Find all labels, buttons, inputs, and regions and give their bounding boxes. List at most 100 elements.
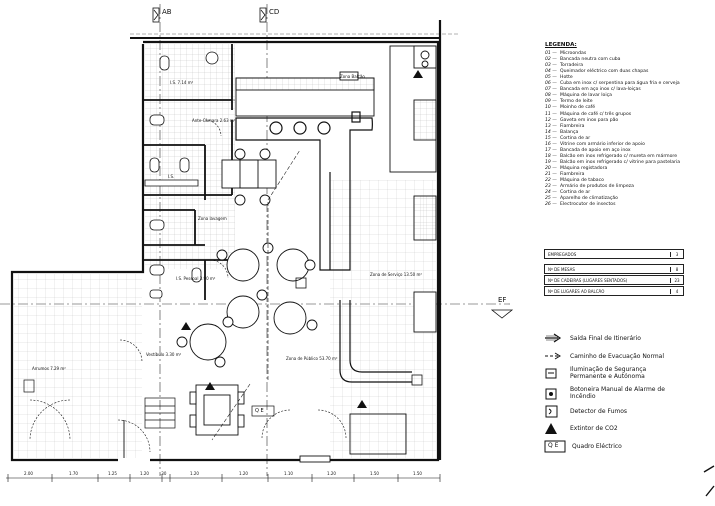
legend-item-text: Fiambreira [560, 123, 585, 129]
legend-item-number: 11 — [545, 111, 557, 117]
key-caminho: Caminho de Evacuação Normal [544, 350, 664, 362]
legend-item-number: 16 — [545, 141, 557, 147]
legend-item-number: 25 — [545, 196, 557, 202]
legend-item: 10 —Moinho de café [545, 105, 713, 111]
legend-item: 23 —Armário de produtos de limpeza [545, 184, 713, 190]
room-label-zona-publico: Zona de Público 53.70 m² [286, 356, 338, 361]
legend-item-number: 12 — [545, 117, 557, 123]
toilet-fixtures [144, 51, 219, 299]
legend-item: 14 —Balança [545, 130, 713, 136]
occupancy-title-value: 3 [670, 251, 683, 257]
occupancy-row: Nº DE CADEIRAS (LUGARES SENTADOS)23 [544, 275, 684, 285]
dimension-label: .30 [160, 471, 167, 476]
legend-item-number: 17 — [545, 147, 557, 153]
legend-item: 20 —Máquina registadora [545, 166, 713, 172]
legend-item: 21 —Fiambreira [545, 172, 713, 178]
dimension-label: 1.70 [69, 471, 78, 476]
occupancy-row-value: 8 [670, 266, 683, 272]
smoke-detector-symbols [295, 277, 423, 386]
key-quadro-code: Q E [548, 442, 559, 449]
legend-item: 05 —Hotte [545, 75, 713, 81]
legend-item: 02 —Bancada neutra com cuba [545, 57, 713, 63]
legend-item-number: 09 — [545, 99, 557, 105]
legend-item-number: 03 — [545, 63, 557, 69]
safety-light-icon [544, 367, 564, 379]
legend-item-number: 22 — [545, 178, 557, 184]
room-label-zona-servico: Zona de Serviço 13.50 m² [370, 272, 422, 277]
key-botoneira: Botoneira Manual de Alarme de Incêndio [544, 386, 670, 400]
legend-item-text: Bancada de apoio em aço inox [560, 147, 631, 153]
section-cd-label: CD [269, 8, 280, 16]
legend-item: 12 —Gaveta em inox para pão [545, 118, 713, 124]
evacuation-path-icon [544, 350, 564, 362]
legend-item-text: Máquina de café c/ três grupos [560, 111, 632, 117]
key-detector-label: Detector de Fumos [570, 407, 628, 415]
extinguisher-symbols [181, 70, 423, 408]
legend-item-number: 20 — [545, 165, 557, 171]
occupancy-row-label: Nº DE MESAS [548, 266, 575, 272]
legend-item: 17 —Bancada de apoio em aço inox [545, 148, 713, 154]
occupancy-table: EMPREGADOS 3 Nº DE MESAS 8 Nº DE CADEIRAS … [544, 249, 684, 297]
dimension-label: 1.20 [140, 471, 149, 476]
legend-item-number: 07 — [545, 87, 557, 93]
legend-item: 24 —Cortina de ar [545, 190, 713, 196]
key-saida-final: Saída Final de Itinerário [544, 332, 641, 344]
legend-item-text: Moinho de café [560, 105, 596, 111]
dimension-label: 1.20 [190, 471, 199, 476]
occupancy-title: EMPREGADOS [548, 251, 577, 257]
legend-item-text: Hotte [560, 75, 573, 81]
legend-title: LEGENDA: [545, 42, 577, 48]
legend-item-text: Balcão em inox refrigerado c/ vitrine pa… [560, 159, 681, 165]
occupancy-row-label: Nº DE CADEIRAS (LUGARES SENTADOS) [548, 277, 628, 283]
stair [23, 379, 176, 429]
key-saida-label: Saída Final de Itinerário [570, 334, 641, 342]
legend-item-text: Electrocutor de insectos [560, 202, 616, 208]
room-label-balcao: Zona Balcão [340, 74, 365, 79]
smoke-detector-icon [544, 405, 564, 418]
room-label-wc2: I.S. [168, 174, 175, 179]
legend-item-text: Termo de leite [560, 99, 593, 105]
room-label-vestibulo: Vestíbulo 3.30 m² [146, 352, 182, 357]
quadro-electrico [251, 405, 275, 417]
dimension-label: 1.50 [413, 471, 422, 476]
legend-item-number: 08 — [545, 93, 557, 99]
occupancy-row-value: 4 [670, 288, 683, 294]
legend-item-text: Gaveta em inox para pão [560, 117, 619, 123]
dimension-label: 1.20 [239, 471, 248, 476]
legend-item-text: Máquina registadora [560, 165, 608, 171]
occupancy-row: Nº DE MESAS 8 [544, 264, 684, 274]
legend-item: 22 —Máquina de tabaco [545, 178, 713, 184]
legend-item: 03 —Torradeira [545, 63, 713, 69]
legend-item-number: 23 — [545, 184, 557, 190]
legend-item-number: 18 — [545, 153, 557, 159]
legend-item: 18 —Balcão em inox refrigerado c/ mureta… [545, 154, 713, 160]
wc-partitions [143, 44, 233, 300]
legend-item-text: Queimador eléctrico com duas chapas [560, 69, 649, 75]
section-ef-label: EF [498, 296, 507, 304]
dimension-label: 1.10 [284, 471, 293, 476]
section-cd-marker [259, 4, 268, 476]
legend-item-text: Microondas [560, 51, 587, 57]
plan-quadro-label: Q E [255, 408, 264, 414]
key-extintor-label: Extintor de CO2 [570, 424, 618, 432]
legend-item-number: 15 — [545, 135, 557, 141]
section-ab-label: AB [162, 8, 172, 16]
legend-item-text: Fiambreira [560, 171, 585, 177]
key-detector: Detector de Fumos [544, 405, 628, 418]
legend-item-text: Vitrine com armário inferior de apoio [560, 141, 645, 147]
dimension-line [6, 474, 441, 482]
bar-counter [235, 111, 412, 383]
dimension-label: 1.50 [370, 471, 379, 476]
legend-item-number: 24 — [545, 190, 557, 196]
legend-item-number: 13 — [545, 123, 557, 129]
kitchen-counter [235, 45, 437, 333]
legend-item: 26 —Electrocutor de insectos [545, 202, 713, 208]
legend-item-text: Aparelho de climatização [560, 196, 618, 202]
outer-walls [10, 20, 442, 462]
room-label-ante-camara: Ante-Câmara 2.63 m² [192, 118, 236, 123]
occupancy-row-label: Nº DE LUGARES AO BALCÃO [548, 288, 605, 294]
entrance [123, 413, 407, 463]
legend-item: 08 —Máquina de lavar loiça [545, 93, 713, 99]
